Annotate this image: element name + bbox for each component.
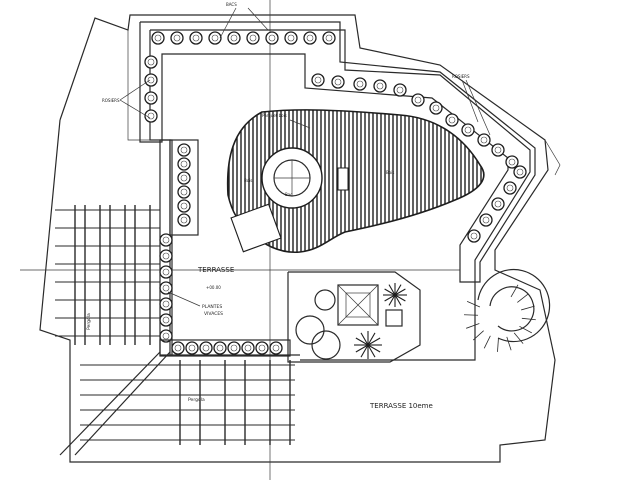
plantes-label-line2: VIVACES — [204, 311, 223, 317]
shrub-icon — [159, 249, 173, 263]
shrub-icon — [322, 31, 336, 45]
patio-garden — [287, 271, 421, 363]
plant-strip-bottom — [159, 339, 291, 357]
parquet-label: Parquet bois — [262, 113, 287, 118]
shrub-icon — [265, 31, 279, 45]
shrub-icon — [491, 197, 505, 211]
shrub-icon — [513, 165, 527, 179]
shrub-icon — [213, 341, 227, 355]
shrub-icon — [159, 281, 173, 295]
fountain-label: Bac — [285, 192, 292, 197]
planter-pot-icon — [314, 289, 336, 311]
shrub-icon — [144, 109, 158, 123]
deck-left-label: Bois — [244, 178, 252, 183]
plant-bed-left — [169, 139, 199, 236]
palm-plants — [354, 283, 407, 359]
shrub-icon — [373, 79, 387, 93]
plantes-label-line1: PLANTES — [202, 304, 222, 310]
shrub-icon — [445, 113, 459, 127]
shrub-icon — [505, 155, 519, 169]
shrub-row — [144, 31, 527, 355]
shrub-icon — [227, 341, 241, 355]
shrub-icon — [170, 31, 184, 45]
leader-lines — [119, 7, 491, 307]
shrub-icon — [159, 313, 173, 327]
shrub-icon — [255, 341, 269, 355]
shrub-icon — [177, 171, 191, 185]
shrub-icon — [479, 213, 493, 227]
shrub-icon — [189, 31, 203, 45]
pergola-side-label: Pergola — [86, 313, 92, 330]
planter-beds — [139, 21, 536, 357]
shrub-icon — [177, 185, 191, 199]
shrub-icon — [177, 143, 191, 157]
shrub-icon — [177, 213, 191, 227]
shrub-icon — [353, 77, 367, 91]
shrub-icon — [491, 143, 505, 157]
terrace-label: TERRASSE — [197, 266, 234, 274]
deck-right-label: Bois — [386, 170, 394, 175]
shrub-icon — [144, 91, 158, 105]
shrub-icon — [429, 101, 443, 115]
shrub-icon — [284, 31, 298, 45]
shrub-icon — [477, 133, 491, 147]
pyramid-planter-icon — [337, 284, 379, 326]
shrub-icon — [503, 181, 517, 195]
shrub-icon — [241, 341, 255, 355]
plant-strip-left — [159, 139, 173, 356]
shrub-icon — [411, 93, 425, 107]
terrace-sublabel: +00.00 — [206, 285, 221, 290]
shrub-icon — [269, 341, 283, 355]
shrub-icon — [246, 31, 260, 45]
shrub-icon — [185, 341, 199, 355]
shrub-icon — [311, 73, 325, 87]
shrub-icon — [331, 75, 345, 89]
shrub-icon — [171, 341, 185, 355]
shrub-icon — [303, 31, 317, 45]
shrub-icon — [393, 83, 407, 97]
rosiers-label-right: ROSIERS — [452, 74, 470, 79]
terrace-lower-label: TERRASSE 10eme — [369, 402, 433, 410]
shrub-icon — [177, 199, 191, 213]
deck-steps — [230, 203, 282, 253]
wood-deck — [226, 109, 485, 254]
shrub-icon — [467, 229, 481, 243]
spiral-staircase — [464, 269, 551, 352]
shrub-icon — [159, 297, 173, 311]
shrub-icon — [199, 341, 213, 355]
bacs-label: BACS — [226, 2, 237, 7]
pergola-bottom-label: Pergola — [188, 397, 205, 403]
shrub-icon — [177, 157, 191, 171]
rosiers-label: ROSIERS — [102, 98, 120, 103]
shrub-icon — [159, 265, 173, 279]
shrub-icon — [159, 233, 173, 247]
shrub-icon — [144, 55, 158, 69]
shrub-icon — [208, 31, 222, 45]
shrub-icon — [461, 123, 475, 137]
shrub-icon — [144, 73, 158, 87]
shrub-icon — [227, 31, 241, 45]
shrub-icon — [151, 31, 165, 45]
pergola-structure — [55, 205, 295, 456]
